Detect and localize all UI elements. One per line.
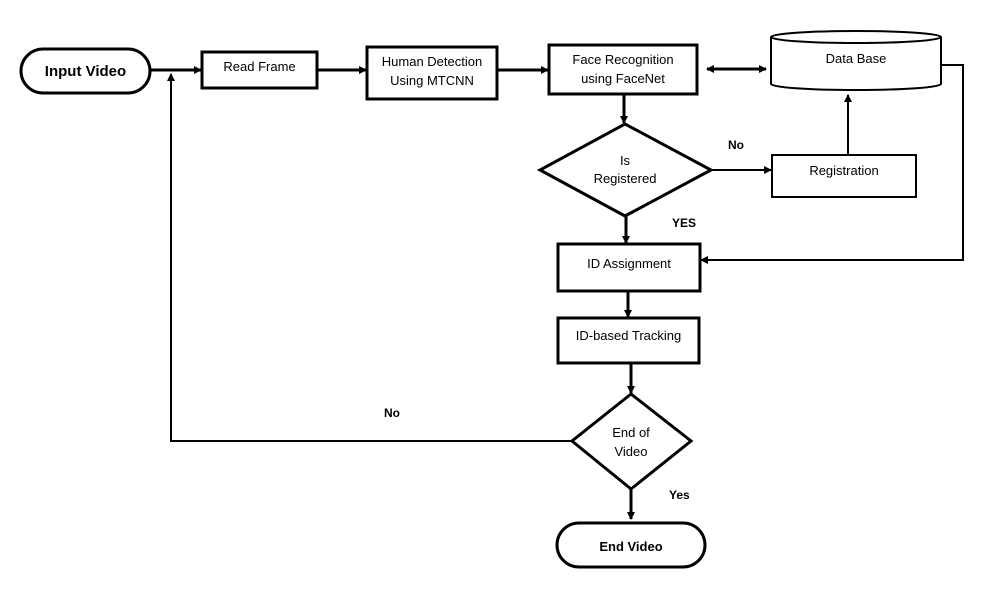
- id-tracking-node: ID-based Tracking: [556, 316, 701, 365]
- end-video-label: End Video: [599, 539, 662, 554]
- registration-label: Registration: [809, 163, 878, 178]
- read-frame-node: Read Frame: [200, 50, 319, 90]
- is-registered-label-line1: Is: [620, 153, 631, 168]
- edge-label-registered-no: No: [728, 138, 744, 152]
- database-label: Data Base: [826, 51, 887, 66]
- human-detection-node: Human Detection Using MTCNN: [365, 45, 499, 101]
- edge-label-end-yes: Yes: [669, 488, 690, 502]
- human-detection-label-line2: Using MTCNN: [390, 73, 474, 88]
- is-registered-label-line2: Registered: [594, 171, 657, 186]
- edges: [150, 64, 964, 520]
- input-video-label: Input Video: [45, 63, 126, 80]
- face-recognition-label-line1: Face Recognition: [572, 52, 673, 67]
- end-of-video-label-line1: End of: [612, 425, 650, 440]
- registration-node: Registration: [771, 154, 917, 198]
- human-detection-label-line1: Human Detection: [382, 54, 482, 69]
- end-video-node: End Video: [555, 521, 707, 569]
- end-of-video-label-line2: Video: [614, 444, 647, 459]
- input-video-node: Input Video: [19, 47, 152, 95]
- database-node: Data Base: [770, 30, 942, 91]
- face-recognition-label-line2: using FaceNet: [581, 71, 665, 86]
- id-tracking-label: ID-based Tracking: [576, 328, 682, 343]
- edge-loop-back-to-input: [167, 73, 572, 442]
- edge-label-registered-yes: YES: [672, 216, 696, 230]
- edge-database-to-assignment: [700, 64, 964, 264]
- id-assignment-label: ID Assignment: [587, 256, 671, 271]
- read-frame-label: Read Frame: [223, 59, 295, 74]
- edge-label-end-no: No: [384, 406, 400, 420]
- end-of-video-decision: End of Video: [569, 392, 694, 491]
- is-registered-decision: Is Registered: [536, 122, 715, 218]
- id-assignment-node: ID Assignment: [556, 242, 702, 293]
- face-recognition-node: Face Recognition using FaceNet: [547, 43, 699, 96]
